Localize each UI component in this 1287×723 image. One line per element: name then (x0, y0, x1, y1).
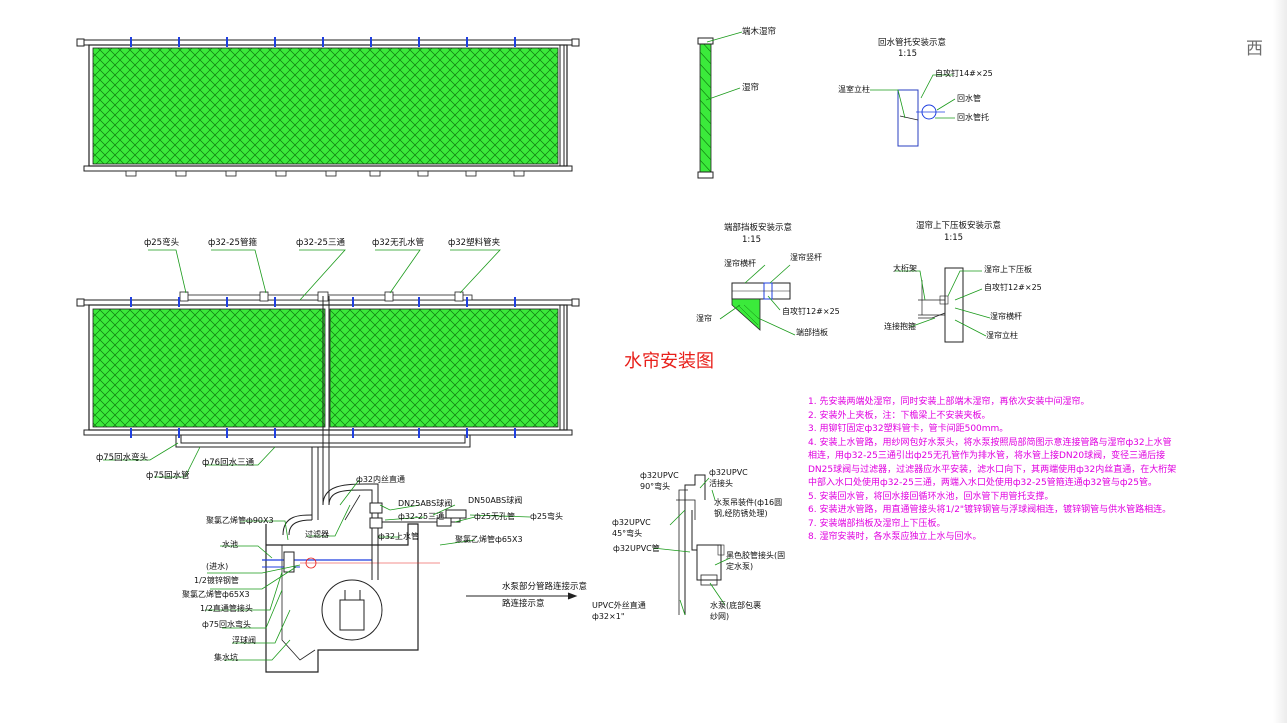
note-item: 8. 湿帘安装时，各水泵应独立上水与回水。 (808, 532, 982, 542)
label-upvc-straight: UPVC外丝直通 ф32×1" (592, 601, 646, 621)
label-pad-crossbar: 湿帘横杆 (724, 259, 756, 268)
note-item: 6. 安装进水管路，用直通管接头将1/2"镀锌钢管与浮球阀相连，镀锌钢管与供水管… (808, 505, 1172, 515)
side-char: 西 (1246, 39, 1263, 59)
label-pad: 湿帘 (742, 83, 760, 93)
elevation-pad-panel (76, 291, 580, 520)
label-greenhouse-column: 温室立柱 (838, 85, 870, 94)
label-upvc-pipe: ф32UPVC管 (613, 544, 660, 553)
note-item: 5. 安装回水管，将回水接回循环水池，回水管下用管托支撑。 (808, 491, 1054, 502)
detail-leaders (205, 479, 531, 661)
label-screw-12-a: 自攻钉12#×25 (782, 307, 840, 316)
label-pad-2: 湿帘 (696, 314, 712, 323)
pad-mesh (92, 47, 559, 165)
end-baffle-title: 端部挡板安装示意 (724, 223, 793, 233)
label-pvc-pipe-65-a: 聚氯乙烯管ф65X3 (455, 535, 523, 544)
label-sump-pit: 集水坑 (214, 653, 238, 662)
label-return-elbow-75: ф75回水弯头 (96, 453, 149, 463)
bracket-scale: 1:15 (898, 49, 918, 59)
label-black-hose: 黑色胶管接头(固定水泵) (726, 551, 786, 571)
label-galvanized-pipe: 1/2镀锌钢管 (194, 576, 239, 585)
label-return-pipe: 回水管 (957, 94, 981, 103)
top-pad-panel (76, 37, 580, 177)
note-item: 4. 安装上水管路，用纱网包好水泵头，将水泵按照局部简图示意连接管路与湿帘ф32… (808, 437, 1177, 489)
label-big-truss: 大桁架 (893, 264, 917, 273)
label-pad-vertical-bar: 湿帘竖杆 (790, 253, 822, 262)
return-pipe-bracket-detail (870, 74, 956, 147)
label-pipe-32: ф32无孔水管 (372, 238, 425, 248)
end-baffle-detail (719, 264, 796, 336)
label-pad-crossbar-2: 湿帘横杆 (990, 312, 1022, 321)
label-return-pipe-bracket: 回水管托 (957, 113, 989, 122)
label-supply-pipe-32: ф32上水管 (378, 532, 420, 541)
label-clamp-hoop: 连接抱箍 (884, 322, 916, 331)
label-tee-32-25: ф32-25三通 (296, 238, 345, 248)
label-pump: 水泵(底部包裹纱网) (710, 601, 762, 621)
elevation-leaders (103, 249, 501, 478)
label-pool: 水池 (222, 540, 238, 549)
label-end-baffle: 端部挡板 (796, 328, 828, 337)
label-ball-valve-dn50: DN50ABS球阀 (468, 496, 523, 505)
press-plate-title: 湿帘上下压板安装示意 (916, 221, 1002, 231)
label-upvc-union: ф32UPVC 活接头 (709, 468, 748, 488)
right-scrollbar[interactable] (1273, 0, 1287, 723)
label-pump-piping-arrow: 水泵部分管路连接示意 (502, 582, 588, 592)
label-filter: 过滤器 (305, 530, 329, 539)
label-return-tee-76: ф76回水三通 (202, 458, 255, 468)
label-inner-thread-32: ф32内丝直通 (356, 475, 406, 484)
label-straight-joint: 1/2直通管接头 (200, 604, 253, 613)
label-pump-hanger: 水泵吊装件(ф16圆钢,经防锈处理) (714, 498, 783, 518)
note-item: 1. 先安装两端处湿帘，同时安装上部端木湿帘，再依次安装中间湿帘。 (808, 397, 1090, 407)
label-upvc-elbow-90: ф32UPVC 90°弯头 (640, 471, 679, 491)
label-pad-column: 湿帘立柱 (986, 331, 1018, 340)
pump-detail (652, 474, 731, 616)
note-item: 7. 安装端部挡板及湿帘上下压板。 (808, 518, 946, 529)
note-item: 3. 用铆钉固定ф32塑料管卡，管卡间距500mm。 (808, 424, 1009, 434)
press-plate-scale: 1:15 (944, 233, 964, 243)
label-end-pad: 端木湿帘 (742, 27, 777, 37)
label-return-pipe-75: ф75回水管 (146, 471, 190, 481)
label-drain-pipe-25: ф25无孔管 (474, 512, 516, 521)
label-screw-14: 自攻钉14#×25 (935, 69, 993, 78)
label-elbow-25-detail: ф25弯头 (530, 512, 564, 521)
end-baffle-scale: 1:15 (742, 235, 762, 245)
label-float-valve: 浮球阀 (232, 636, 256, 645)
label-pump-piping-arrow-2: 路连接示意 (502, 599, 545, 609)
label-press-plates: 湿帘上下压板 (984, 265, 1032, 274)
label-water-inlet: (进水) (206, 562, 229, 571)
label-pvc-pipe-90: 聚氯乙烯管ф90X3 (206, 516, 274, 525)
bracket-title: 回水管托安装示意 (878, 38, 947, 48)
label-coupling-32-25: ф32-25管箍 (208, 238, 257, 248)
note-item: 2. 安装外上夹板，注：下檐梁上不安装夹板。 (808, 410, 991, 421)
label-pvc-pipe-65-b: 聚氯乙烯管ф65X3 (182, 590, 250, 599)
label-elbow-25: ф25弯头 (144, 238, 180, 248)
label-pipe-clip-32: ф32塑料管夹 (448, 238, 501, 248)
label-return-elbow-75-detail: ф75回水弯头 (202, 620, 252, 629)
label-ball-valve-dn25: DN25ABS球阀 (398, 499, 453, 508)
label-upvc-elbow-45: ф32UPVC 45°弯头 (612, 518, 651, 538)
pump-piping-detail (262, 483, 578, 673)
drawing-title: 水帘安装图 (624, 351, 714, 372)
label-tee-32-25-detail: ф32-25三通 (398, 512, 445, 521)
pad-side-view (697, 31, 743, 179)
label-screw-12-b: 自攻钉12#×25 (984, 283, 1042, 292)
installation-notes: 1. 先安装两端处湿帘，同时安装上部端木湿帘，再依次安装中间湿帘。 2. 安装外… (808, 396, 1178, 545)
pad-press-plate-detail (895, 267, 991, 343)
